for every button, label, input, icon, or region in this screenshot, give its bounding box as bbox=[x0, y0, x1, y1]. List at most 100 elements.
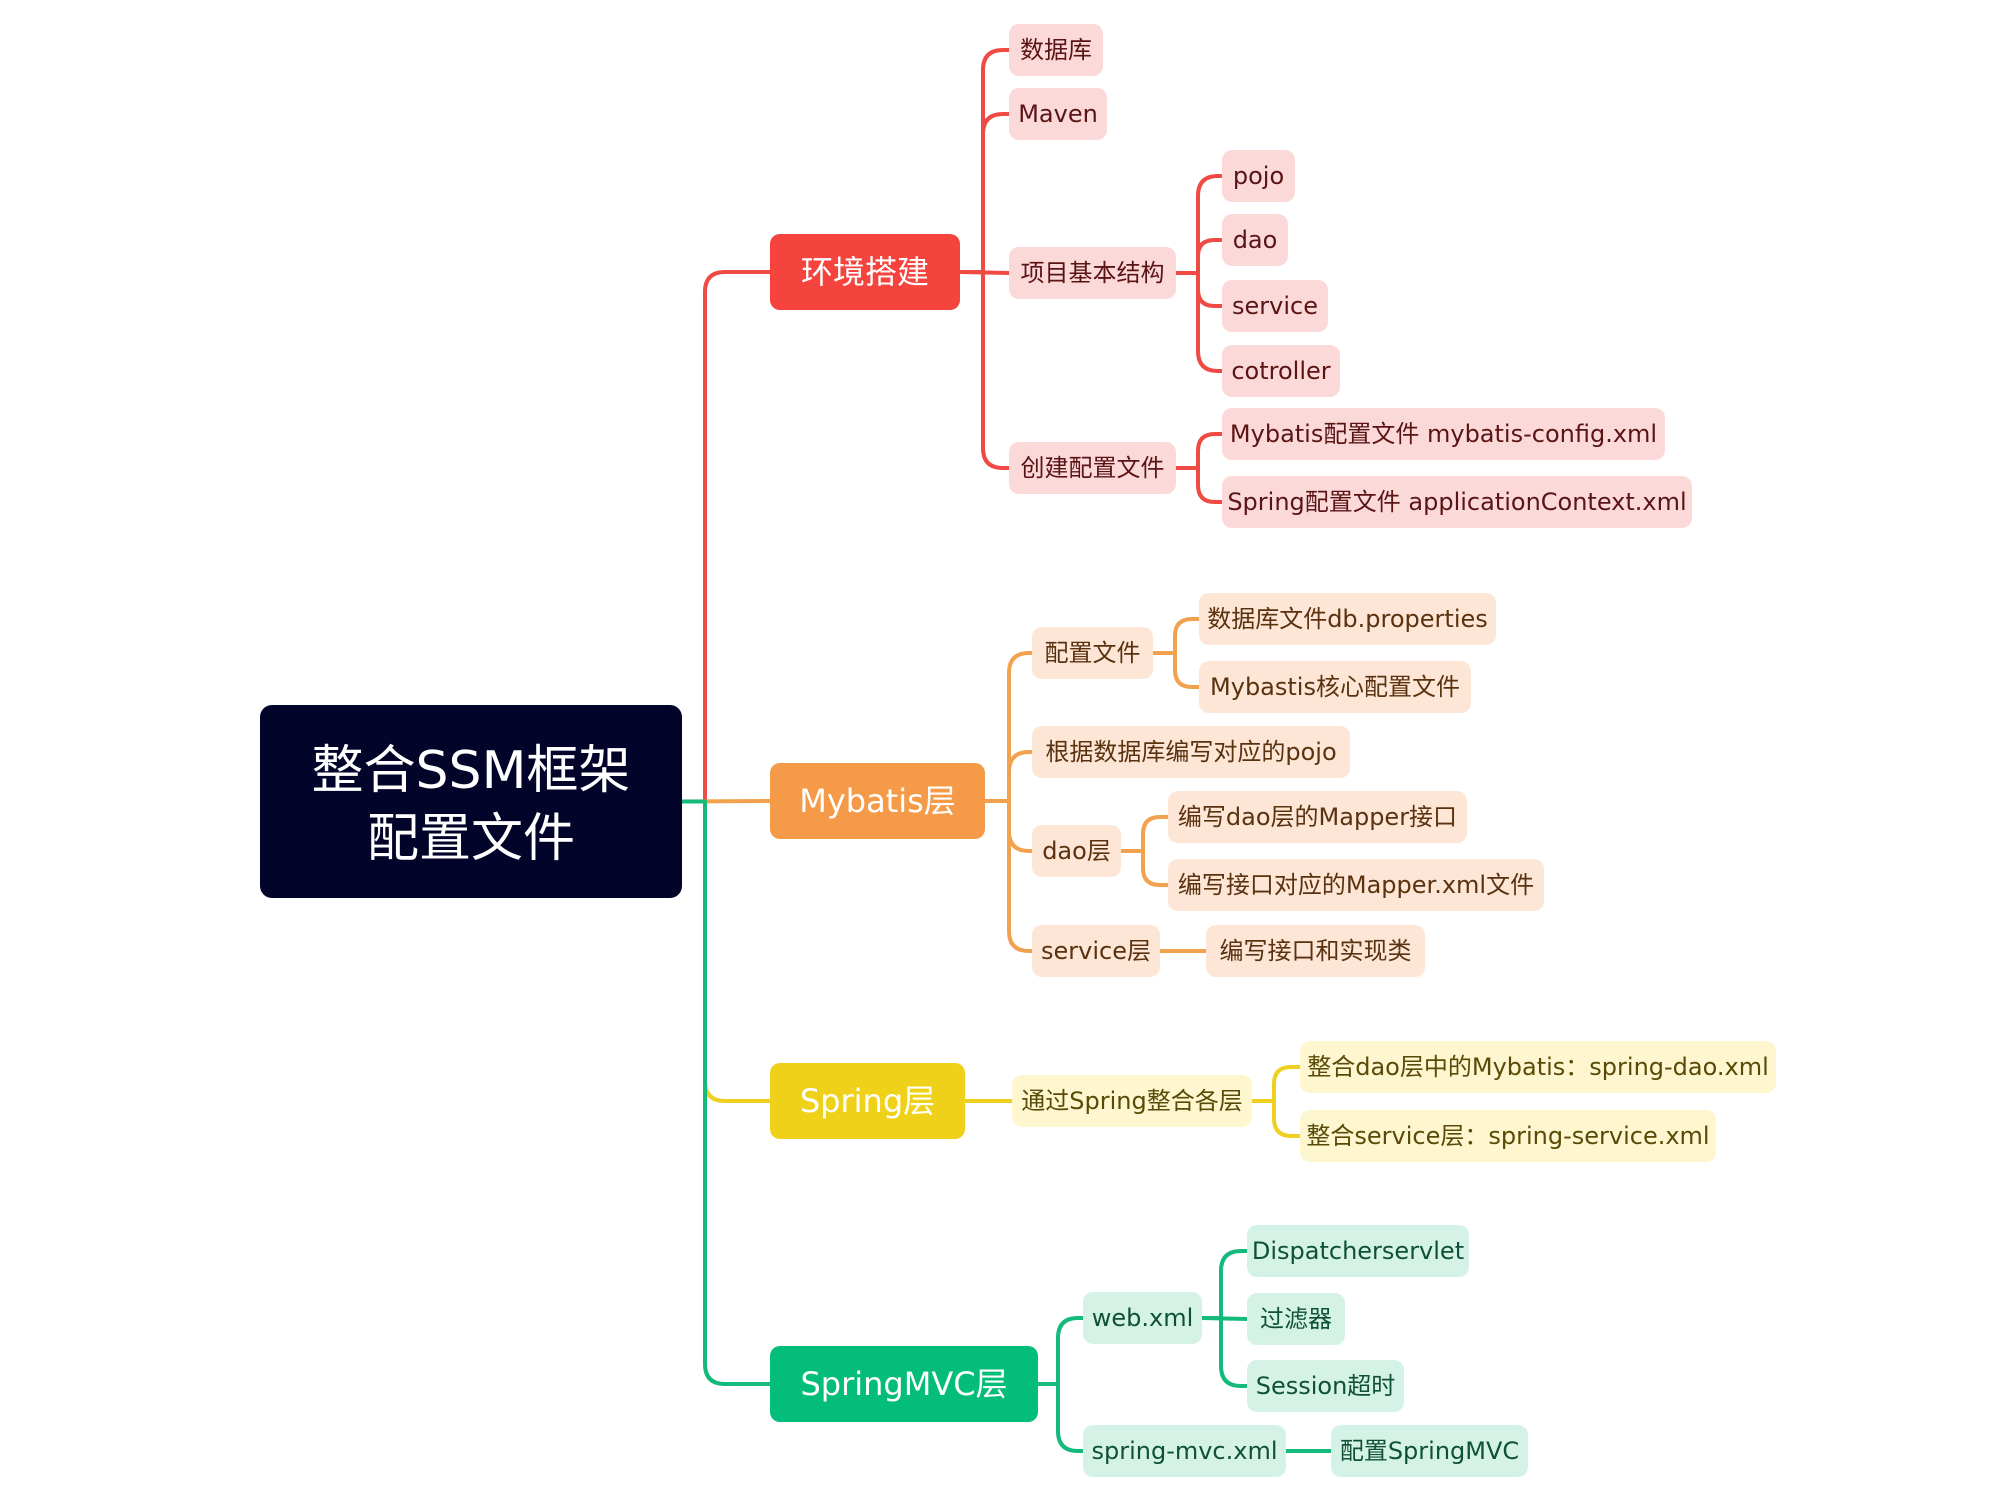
topic-maven-label: Maven bbox=[1018, 100, 1098, 128]
topic-数据库-box bbox=[1009, 24, 1103, 76]
subtopic-整合service层-spring-service-xml-label: 整合service层：spring-service.xml bbox=[1306, 1122, 1709, 1150]
link-项目基本结构-pojo bbox=[1174, 174, 1224, 275]
topic-创建配置文件[interactable]: 创建配置文件 bbox=[1009, 442, 1176, 494]
subtopic-mybatis配置文件-mybatis-config-xml-box bbox=[1222, 408, 1665, 460]
nodes-layer: 整合SSM框架配置文件环境搭建数据库Maven项目基本结构pojodaoserv… bbox=[260, 24, 1776, 1477]
subtopic-cotroller[interactable]: cotroller bbox=[1222, 345, 1340, 397]
branch-环境搭建-box bbox=[770, 234, 960, 310]
subtopic-整合dao层中的mybatis-spring-dao-xml-label: 整合dao层中的Mybatis：spring-dao.xml bbox=[1307, 1053, 1769, 1081]
subtopic-spring配置文件-applicationcontext-xml-box bbox=[1222, 476, 1692, 528]
topic-通过spring整合各层-box bbox=[1012, 1075, 1252, 1127]
subtopic-配置springmvc[interactable]: 配置SpringMVC bbox=[1331, 1425, 1528, 1477]
link-创建配置文件-spring配置文件-applicationcontext-xml bbox=[1174, 466, 1224, 504]
topic-spring-mvc-xml-box bbox=[1083, 1425, 1286, 1477]
subtopic-service-box bbox=[1222, 280, 1328, 332]
subtopic-编写dao层的mapper接口-label: 编写dao层的Mapper接口 bbox=[1178, 803, 1457, 831]
topic-配置文件-label: 配置文件 bbox=[1045, 639, 1141, 667]
subtopic-dao[interactable]: dao bbox=[1222, 214, 1288, 266]
topic-创建配置文件-label: 创建配置文件 bbox=[1021, 454, 1165, 482]
subtopic-数据库文件db-properties-label: 数据库文件db.properties bbox=[1207, 605, 1488, 633]
link-项目基本结构-dao bbox=[1174, 238, 1224, 275]
topic-通过spring整合各层-label: 通过Spring整合各层 bbox=[1021, 1087, 1242, 1115]
subtopic-过滤器-box bbox=[1247, 1293, 1345, 1345]
topic-dao层[interactable]: dao层 bbox=[1032, 825, 1121, 877]
branch-springmvc层-label: SpringMVC层 bbox=[800, 1365, 1007, 1403]
subtopic-pojo-label: pojo bbox=[1233, 162, 1284, 190]
subtopic-配置springmvc-label: 配置SpringMVC bbox=[1340, 1437, 1519, 1465]
topic-通过spring整合各层[interactable]: 通过Spring整合各层 bbox=[1012, 1075, 1252, 1127]
subtopic-整合dao层中的mybatis-spring-dao-xml-box bbox=[1300, 1041, 1776, 1093]
topic-项目基本结构[interactable]: 项目基本结构 bbox=[1009, 247, 1176, 299]
branch-环境搭建[interactable]: 环境搭建 bbox=[770, 234, 960, 310]
subtopic-编写接口对应的mapper-xml文件-box bbox=[1168, 859, 1544, 911]
subtopic-service-label: service bbox=[1232, 292, 1318, 320]
branch-环境搭建-label: 环境搭建 bbox=[801, 253, 929, 291]
root-title-line1: 整合SSM框架 bbox=[312, 741, 631, 801]
topic-配置文件[interactable]: 配置文件 bbox=[1032, 627, 1153, 679]
subtopic-整合service层-spring-service-xml-box bbox=[1300, 1110, 1716, 1162]
branch-spring层-label: Spring层 bbox=[800, 1082, 935, 1120]
subtopic-dao-box bbox=[1222, 214, 1288, 266]
branch-mybatis层-label: Mybatis层 bbox=[799, 782, 956, 820]
link-项目基本结构-cotroller bbox=[1174, 271, 1224, 373]
topic-spring-mvc-xml[interactable]: spring-mvc.xml bbox=[1083, 1425, 1286, 1477]
subtopic-数据库文件db-properties-box bbox=[1199, 593, 1496, 645]
subtopic-过滤器-label: 过滤器 bbox=[1260, 1305, 1332, 1333]
subtopic-mybastis核心配置文件[interactable]: Mybastis核心配置文件 bbox=[1199, 661, 1471, 713]
branch-mybatis层[interactable]: Mybatis层 bbox=[770, 763, 985, 839]
link-配置文件-mybastis核心配置文件 bbox=[1151, 651, 1201, 689]
topic-创建配置文件-box bbox=[1009, 442, 1176, 494]
subtopic-mybastis核心配置文件-label: Mybastis核心配置文件 bbox=[1210, 673, 1460, 701]
subtopic-过滤器[interactable]: 过滤器 bbox=[1247, 1293, 1345, 1345]
subtopic-cotroller-label: cotroller bbox=[1231, 357, 1330, 385]
topic-web-xml-box bbox=[1083, 1292, 1202, 1344]
subtopic-编写dao层的mapper接口[interactable]: 编写dao层的Mapper接口 bbox=[1168, 791, 1467, 843]
subtopic-数据库文件db-properties[interactable]: 数据库文件db.properties bbox=[1199, 593, 1496, 645]
subtopic-dao-label: dao bbox=[1233, 226, 1278, 254]
topic-service层-label: service层 bbox=[1041, 937, 1151, 965]
subtopic-dispatcherservlet[interactable]: Dispatcherservlet bbox=[1247, 1225, 1469, 1277]
topic-web-xml[interactable]: web.xml bbox=[1083, 1292, 1202, 1344]
topic-根据数据库编写对应的pojo-box bbox=[1032, 726, 1350, 778]
link-mybatis层-配置文件 bbox=[983, 651, 1034, 803]
link-springmvc层-spring-mvc-xml bbox=[1036, 1382, 1085, 1453]
subtopic-编写接口对应的mapper-xml文件[interactable]: 编写接口对应的Mapper.xml文件 bbox=[1168, 859, 1544, 911]
subtopic-spring配置文件-applicationcontext-xml[interactable]: Spring配置文件 applicationContext.xml bbox=[1222, 476, 1692, 528]
root-title-line2: 配置文件 bbox=[367, 809, 575, 869]
subtopic-session超时[interactable]: Session超时 bbox=[1247, 1360, 1404, 1412]
topic-spring-mvc-xml-label: spring-mvc.xml bbox=[1091, 1437, 1277, 1465]
branch-spring层[interactable]: Spring层 bbox=[770, 1063, 965, 1139]
subtopic-编写dao层的mapper接口-box bbox=[1168, 791, 1467, 843]
subtopic-pojo-box bbox=[1222, 150, 1295, 202]
subtopic-mybatis配置文件-mybatis-config-xml-label: Mybatis配置文件 mybatis-config.xml bbox=[1230, 420, 1657, 448]
topic-maven-box bbox=[1009, 88, 1107, 140]
root-node-box bbox=[260, 705, 682, 898]
topic-maven[interactable]: Maven bbox=[1009, 88, 1107, 140]
connector-lines bbox=[680, 48, 1333, 1453]
link-web-xml-dispatcherservlet bbox=[1200, 1249, 1249, 1320]
link-dao层-编写dao层的mapper接口 bbox=[1119, 815, 1170, 853]
branch-springmvc层[interactable]: SpringMVC层 bbox=[770, 1346, 1038, 1422]
topic-数据库[interactable]: 数据库 bbox=[1009, 24, 1103, 76]
topic-service层-box bbox=[1032, 925, 1160, 977]
subtopic-整合service层-spring-service-xml[interactable]: 整合service层：spring-service.xml bbox=[1300, 1110, 1716, 1162]
subtopic-session超时-label: Session超时 bbox=[1256, 1372, 1396, 1400]
subtopic-service[interactable]: service bbox=[1222, 280, 1328, 332]
subtopic-mybatis配置文件-mybatis-config-xml[interactable]: Mybatis配置文件 mybatis-config.xml bbox=[1222, 408, 1665, 460]
subtopic-编写接口和实现类-label: 编写接口和实现类 bbox=[1220, 937, 1412, 965]
subtopic-session超时-box bbox=[1247, 1360, 1404, 1412]
link-root-to-springmvc层 bbox=[680, 799, 772, 1386]
subtopic-整合dao层中的mybatis-spring-dao-xml[interactable]: 整合dao层中的Mybatis：spring-dao.xml bbox=[1300, 1041, 1776, 1093]
topic-service层[interactable]: service层 bbox=[1032, 925, 1160, 977]
topic-根据数据库编写对应的pojo[interactable]: 根据数据库编写对应的pojo bbox=[1032, 726, 1350, 778]
link-web-xml-session超时 bbox=[1200, 1316, 1249, 1388]
subtopic-pojo[interactable]: pojo bbox=[1222, 150, 1295, 202]
topic-数据库-label: 数据库 bbox=[1020, 36, 1092, 64]
subtopic-编写接口和实现类[interactable]: 编写接口和实现类 bbox=[1206, 925, 1425, 977]
subtopic-编写接口对应的mapper-xml文件-label: 编写接口对应的Mapper.xml文件 bbox=[1178, 871, 1534, 899]
link-创建配置文件-mybatis配置文件-mybatis-config-xml bbox=[1174, 432, 1224, 470]
link-mybatis层-service层 bbox=[983, 799, 1034, 953]
subtopic-dispatcherservlet-label: Dispatcherservlet bbox=[1252, 1237, 1464, 1265]
